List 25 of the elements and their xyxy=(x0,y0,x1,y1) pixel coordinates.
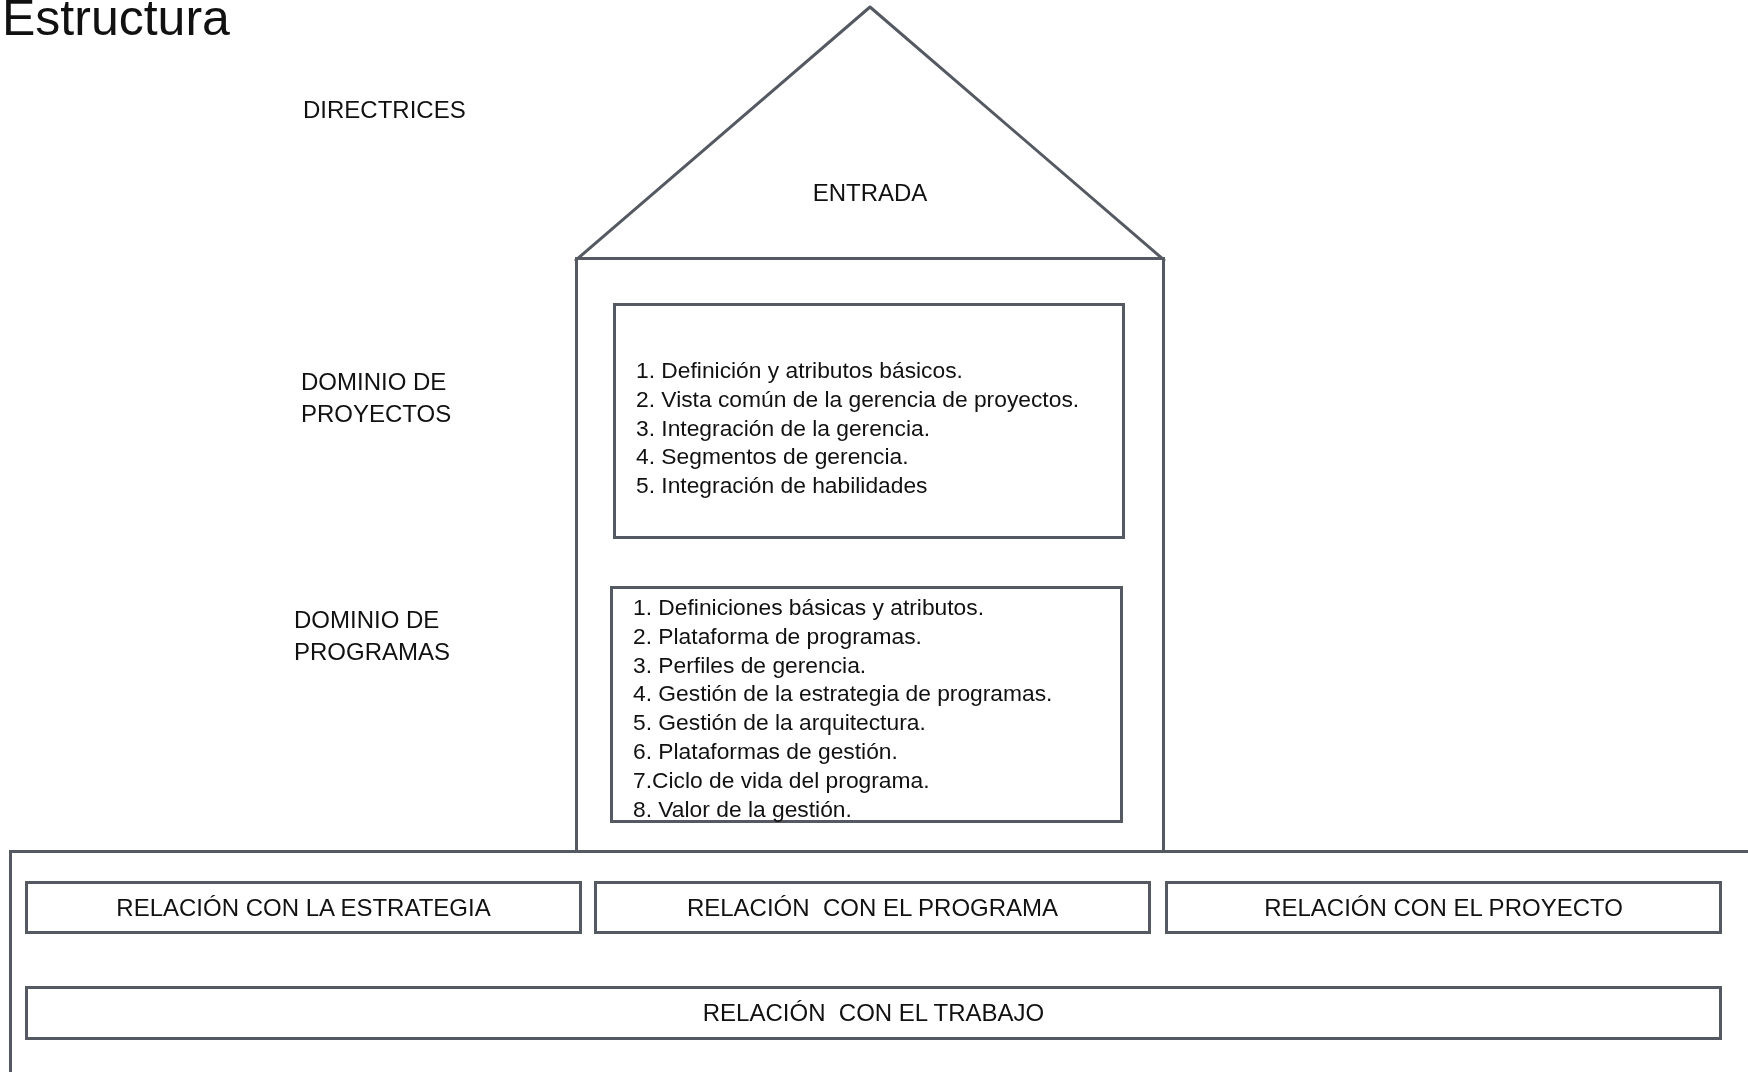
list-item: 2. Vista común de la gerencia de proyectos. xyxy=(636,384,1081,414)
side-label: DIRECTRICES xyxy=(303,95,467,125)
list-item: 5. Integración de habilidades xyxy=(636,471,929,500)
list-item: 4. Segmentos de gerencia. xyxy=(636,442,910,472)
relation-box: RELACIÓN CON EL PROGRAMA xyxy=(594,881,1151,934)
list-item: 4. Gestión de la estrategia de programas. xyxy=(633,679,1054,709)
relation-box: RELACIÓN CON EL PROYECTO xyxy=(1165,881,1722,934)
list-item: 7.Ciclo de vida del programa. xyxy=(633,765,931,795)
roof-label: ENTRADA xyxy=(811,178,929,208)
list-item: 1. Definiciones básicas y atributos. xyxy=(633,593,985,622)
list-item: 1. Definición y atributos básicos. xyxy=(636,356,964,385)
list-item: 3. Perfiles de gerencia. xyxy=(633,650,868,680)
side-label: DOMINIO DE PROYECTOS xyxy=(301,367,453,429)
list-item: 3. Integración de la gerencia. xyxy=(636,413,932,443)
list-box xyxy=(613,303,1125,539)
list-item: 2. Plataforma de programas. xyxy=(633,621,923,651)
relation-box: RELACIÓN CON LA ESTRATEGIA xyxy=(25,881,582,934)
list-item: 5. Gestión de la arquitectura. xyxy=(633,708,927,737)
relation-box: RELACIÓN CON EL TRABAJO xyxy=(25,986,1722,1040)
title: Estructura xyxy=(2,0,230,48)
side-label: DOMINIO DE PROGRAMAS xyxy=(294,605,452,667)
list-item: 6. Plataformas de gestión. xyxy=(633,737,899,766)
list-box xyxy=(610,586,1123,823)
list-item: 8. Valor de la gestión. xyxy=(633,794,853,824)
house-frame xyxy=(9,850,1748,1072)
